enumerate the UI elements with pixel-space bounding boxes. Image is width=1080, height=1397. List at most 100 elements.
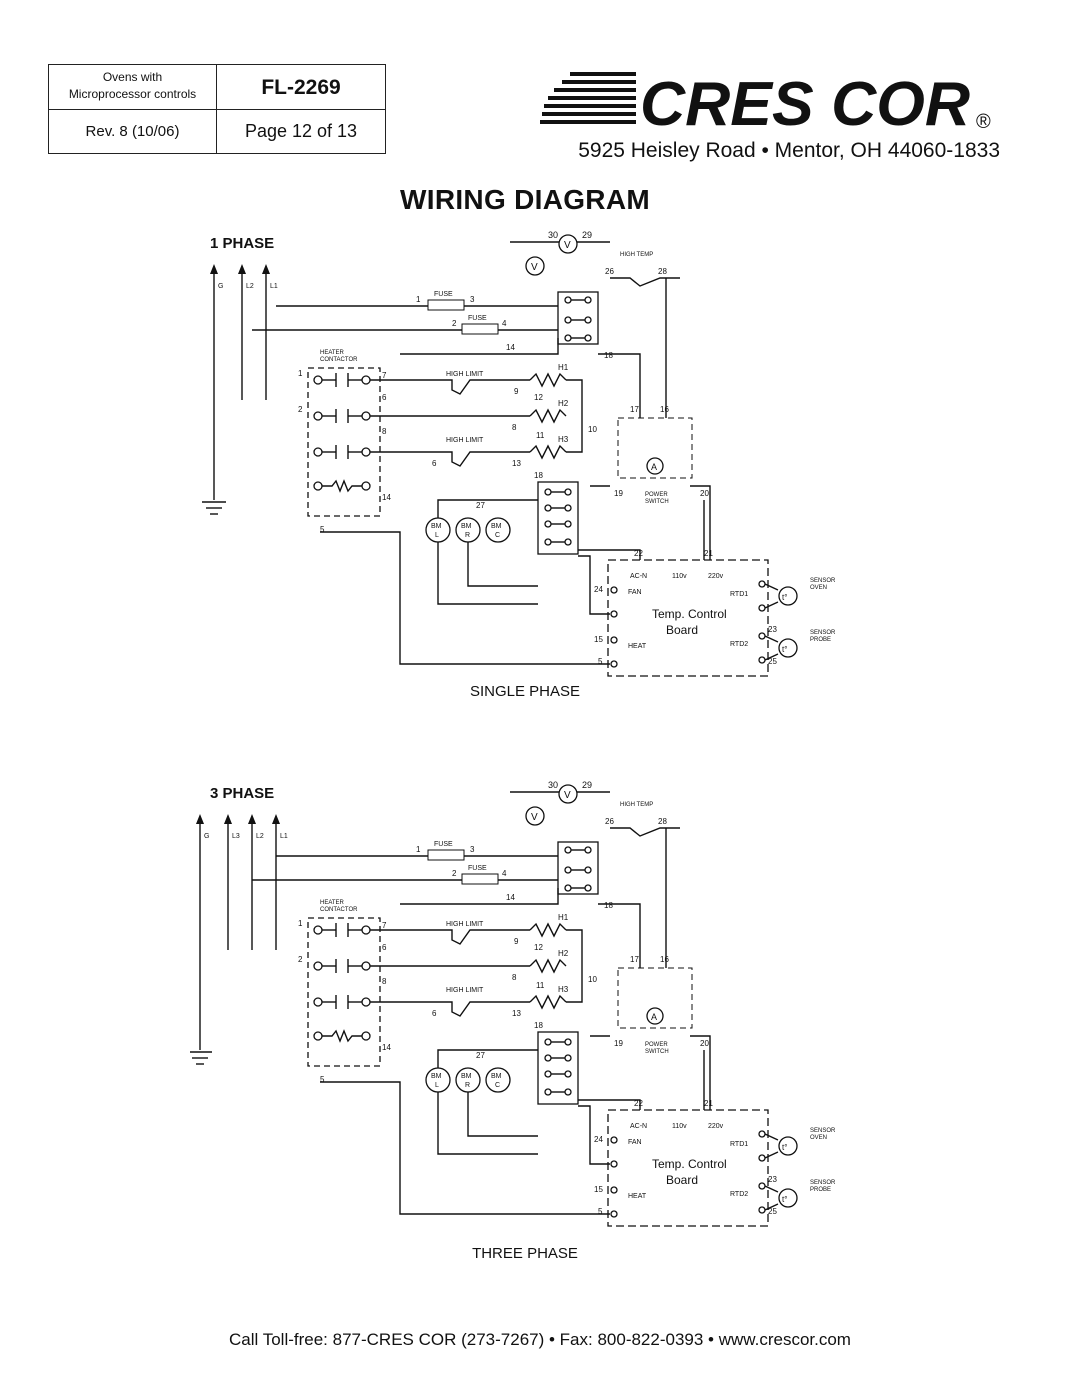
diagram-label: 14 <box>506 893 515 902</box>
diagram-label: 25 <box>768 1207 777 1216</box>
diagram-label: OVEN <box>810 585 827 591</box>
supply-line-label: G <box>218 283 223 290</box>
terminal <box>584 316 592 324</box>
diagram-label: 5 <box>598 657 603 666</box>
logo-text: CRES COR <box>640 70 970 134</box>
diagram-label: 2 <box>298 405 303 414</box>
high-limit-switch <box>370 929 530 945</box>
footer-contact: Call Toll-free: 877-CRES COR (273-7267) … <box>229 1330 851 1349</box>
supply-line-label: L1 <box>270 283 278 290</box>
high-limit-switch <box>370 451 530 467</box>
diagram-label: 2 <box>298 955 303 964</box>
contact-terminal <box>361 411 371 421</box>
supply-line-label: G <box>204 833 209 840</box>
cres-cor-logo: CRES COR ® <box>540 70 991 134</box>
doc-type-cell: Ovens with Microprocessor controls <box>49 65 217 110</box>
diagram-label: BM <box>491 523 502 530</box>
terminal <box>544 1054 552 1062</box>
contact-terminal <box>361 375 371 385</box>
power-switch <box>617 967 693 1029</box>
diagram-label: 1 <box>298 369 303 378</box>
terminal <box>564 1054 572 1062</box>
terminal <box>564 866 572 874</box>
diagram-label: HIGH LIMIT <box>446 371 484 378</box>
voltmeter-icon <box>558 784 578 804</box>
terminal <box>564 1088 572 1096</box>
diagram-label: H2 <box>558 949 569 958</box>
board-label: Temp. Control <box>652 607 727 621</box>
heater-element-icon <box>529 922 567 938</box>
diagram-label: 8 <box>512 973 517 982</box>
diagram-label: R <box>465 1082 470 1089</box>
wire <box>437 499 538 518</box>
contact-terminal <box>313 925 323 935</box>
diagram-label: 17 <box>630 405 639 414</box>
board-terminal <box>610 586 618 594</box>
document-header-table: Ovens with Microprocessor controls FL-22… <box>48 64 386 154</box>
diagram-label: 26 <box>605 267 614 276</box>
diagram-label: SWITCH <box>645 1049 669 1055</box>
coil-icon <box>322 479 362 493</box>
diagram-label: 22 <box>634 1099 643 1108</box>
board-terminal <box>758 580 766 588</box>
diagram-label: 12 <box>534 393 543 402</box>
diagram-label: 13 <box>512 459 521 468</box>
high-temp-switch <box>610 827 680 837</box>
diagram-label: 220v <box>708 573 724 580</box>
diagram-label: PROBE <box>810 637 831 643</box>
contact-terminal <box>361 1031 371 1041</box>
wire <box>764 583 779 591</box>
sensor-oven-icon <box>778 586 798 606</box>
diagram-label: FAN <box>628 589 642 596</box>
arrow-icon <box>262 264 270 274</box>
wire <box>764 1151 779 1159</box>
diagram-label: 28 <box>658 267 667 276</box>
diagram-label: HEAT <box>628 643 647 650</box>
contact-terminal <box>313 447 323 457</box>
diagram-label: AC-N <box>630 573 647 580</box>
board-label: Temp. Control <box>652 1157 727 1171</box>
wire <box>437 542 538 605</box>
terminal <box>584 866 592 874</box>
doc-type-line1: Ovens with <box>102 70 163 84</box>
high-limit-switch <box>370 1001 530 1017</box>
terminal <box>564 520 572 528</box>
diagram-label: L <box>435 1082 439 1089</box>
terminal <box>564 296 572 304</box>
terminal <box>544 538 552 546</box>
wire <box>764 1185 779 1193</box>
diagram-label: 3 <box>470 295 475 304</box>
arrow-icon <box>272 814 280 824</box>
diagram-label: 27 <box>476 1051 485 1060</box>
diagram-label: 14 <box>382 1043 391 1052</box>
heater-element-icon <box>529 444 567 460</box>
fuse-icon <box>461 873 499 885</box>
board-terminal <box>758 604 766 612</box>
page-title: WIRING DIAGRAM <box>400 184 650 215</box>
diagram-label: 29 <box>582 230 592 240</box>
ammeter-icon <box>646 1007 664 1025</box>
diagram-label: 10 <box>588 975 597 984</box>
diagram-label: R <box>465 532 470 539</box>
wire <box>400 888 559 905</box>
diagram-label: 30 <box>548 780 558 790</box>
heater-contactor <box>307 917 381 1067</box>
diagram-label: V <box>564 790 571 801</box>
diagram-label: 23 <box>768 625 777 634</box>
terminal <box>544 488 552 496</box>
diagram-label: H2 <box>558 399 569 408</box>
diagram-label: 14 <box>506 343 515 352</box>
diagram-label: 28 <box>658 817 667 826</box>
diagram-label: 25 <box>768 657 777 666</box>
diagram-label: SENSOR <box>810 1128 836 1134</box>
diagram-label: FAN <box>628 1139 642 1146</box>
board-terminal <box>610 636 618 644</box>
terminal <box>564 1038 572 1046</box>
diagram-label: 5 <box>320 525 325 534</box>
wire <box>578 1105 610 1165</box>
board-terminal <box>610 1136 618 1144</box>
supply-line-label: L2 <box>256 833 264 840</box>
diagram-label: 9 <box>514 387 519 396</box>
voltmeter-icon <box>525 806 545 826</box>
sensor-oven-icon <box>778 1136 798 1156</box>
